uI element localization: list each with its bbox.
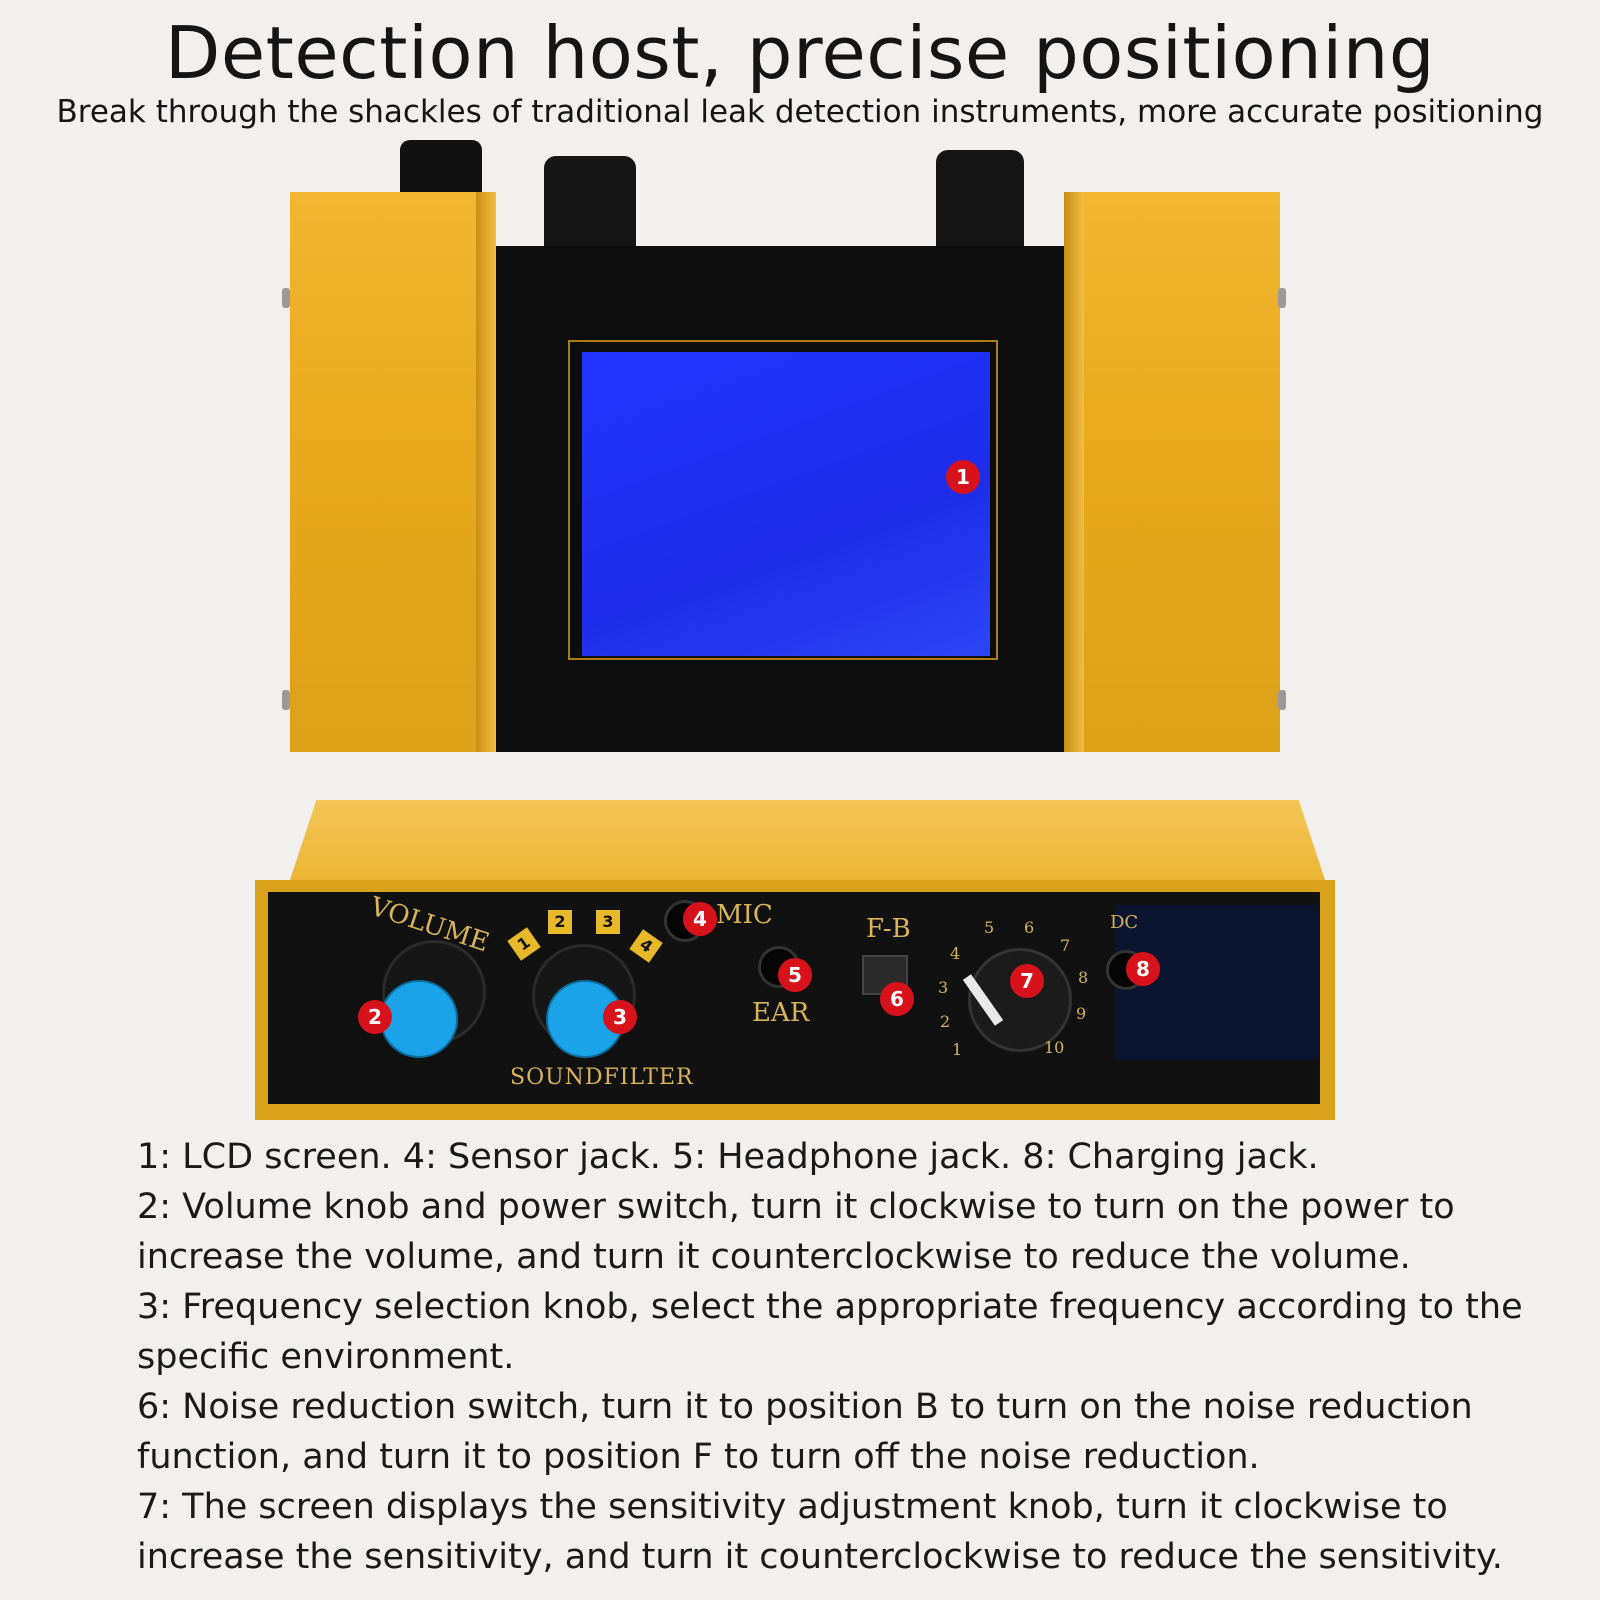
description-line: 2: Volume knob and power switch, turn it…	[137, 1187, 1455, 1277]
top-knob-right	[936, 150, 1024, 246]
casing-right	[1064, 192, 1280, 752]
screw	[282, 288, 290, 308]
callout-5: 5	[778, 958, 812, 992]
sensitivity-tick-6: 6	[1024, 918, 1035, 937]
sensitivity-tick-3: 3	[938, 978, 949, 997]
callout-2: 2	[358, 1000, 392, 1034]
casing-top	[285, 800, 1330, 895]
screw	[1278, 288, 1286, 308]
sensitivity-tick-7: 7	[1060, 936, 1071, 955]
sensitivity-tick-8: 8	[1078, 968, 1089, 987]
sensitivity-tick-5: 5	[984, 918, 995, 937]
callout-7: 7	[1010, 964, 1044, 998]
detector-host-top-view: 1	[0, 0, 1600, 760]
feature-descriptions: 1: LCD screen. 4: Sensor jack. 5: Headph…	[137, 1132, 1537, 1582]
callout-6: 6	[880, 982, 914, 1016]
screw	[282, 690, 290, 710]
sensitivity-tick-9: 9	[1076, 1004, 1087, 1023]
callout-1: 1	[946, 460, 980, 494]
callout-4: 4	[683, 902, 717, 936]
callout-8: 8	[1126, 952, 1160, 986]
sensitivity-tick-1: 1	[952, 1040, 963, 1059]
lcd-frame	[568, 340, 998, 660]
description-line: 1: LCD screen. 4: Sensor jack. 5: Headph…	[137, 1137, 1319, 1177]
top-knob-middle	[544, 156, 636, 246]
lcd-screen	[582, 352, 990, 656]
page-subtitle: Break through the shackles of traditiona…	[56, 94, 1544, 130]
volume-knob[interactable]	[380, 980, 458, 1058]
page-title: Detection host, precise positioning	[164, 11, 1436, 95]
sound-filter-label: SOUNDFILTER	[510, 1065, 694, 1090]
sensitivity-tick-2: 2	[940, 1012, 951, 1031]
sensitivity-tick-10: 10	[1044, 1038, 1065, 1057]
sensitivity-tick-4: 4	[950, 944, 961, 963]
mic-label: MIC	[716, 900, 773, 930]
noise-switch-label: F-B	[866, 914, 911, 944]
filter-position-3: 3	[596, 910, 620, 934]
dc-label: DC	[1110, 912, 1139, 933]
casing-left	[290, 192, 496, 752]
description-line: 7: The screen displays the sensitivity a…	[137, 1487, 1503, 1577]
filter-position-2: 2	[548, 910, 572, 934]
description-line: 3: Frequency selection knob, select the …	[137, 1287, 1523, 1377]
callout-3: 3	[603, 1000, 637, 1034]
description-line: 6: Noise reduction switch, turn it to po…	[137, 1387, 1473, 1477]
screw	[1278, 690, 1286, 710]
ear-label: EAR	[752, 998, 810, 1028]
